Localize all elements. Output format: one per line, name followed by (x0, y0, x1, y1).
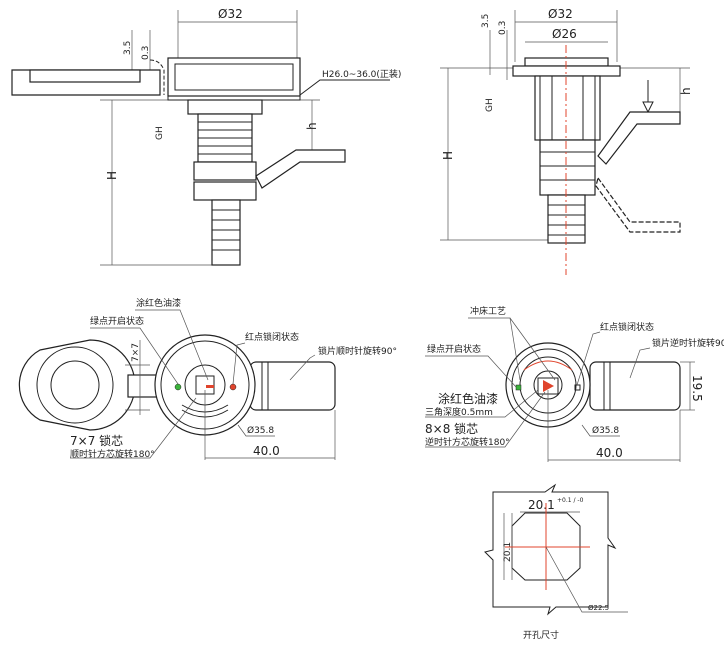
plate-rotate-label: 锁片顺时针旋转90° (318, 345, 397, 357)
dia-32-label: Ø32 (548, 7, 573, 21)
red-closed-label: 红点锁闭状态 (245, 331, 299, 343)
panel-range-label: H26.0~36.0(正装) (322, 68, 401, 80)
triangle-depth-label: 三角深度0.5mm (425, 406, 493, 418)
gh-label: GH (155, 126, 165, 140)
front-view-left: 涂红色油漆 绿点开启状态 红点锁闭状态 锁片顺时针旋转90° 7×7 7×7 锁… (18, 297, 397, 460)
dim-7x7-label: 7×7 (131, 343, 141, 362)
red-paint-label: 涂红色油漆 (438, 391, 498, 406)
gh-label: GH (485, 98, 495, 112)
dim-0-3-label: 0.3 (498, 21, 508, 35)
cutout-title: 开孔尺寸 (523, 629, 559, 641)
dim-3-5-label: 3.5 (123, 41, 133, 55)
dim-19-5-label: 19.5 (690, 375, 704, 402)
red-paint-label: 涂红色油漆 (136, 297, 181, 309)
cutout-height-label: 20.1 (503, 542, 513, 562)
cutout-dimension-view: 20.1 +0.1 / -0 20.1 Ø22.5 开孔尺寸 (484, 483, 628, 641)
cutout-width-label: 20.1 (528, 498, 555, 512)
core-label: 8×8 锁芯 (425, 421, 478, 436)
green-dot (515, 384, 522, 391)
dim-40-label: 40.0 (253, 444, 280, 458)
green-open-label: 绿点开启状态 (90, 315, 144, 327)
plate-rotate-label: 锁片逆时针旋转90° (652, 337, 724, 349)
core-rotate-label: 顺时针方芯旋转180° (70, 448, 155, 460)
dia-35-8-label: Ø35.8 (592, 425, 619, 436)
dia-26-label: Ø26 (552, 27, 577, 41)
green-open-label: 绿点开启状态 (427, 343, 481, 355)
h-upper-label: H (105, 171, 119, 180)
stamping-label: 冲床工艺 (470, 305, 506, 317)
dim-40-label: 40.0 (596, 446, 623, 460)
h-upper-label: H (441, 151, 455, 160)
cutout-width-tolerance: +0.1 / -0 (557, 497, 584, 504)
red-triangle-mark (543, 380, 554, 392)
h-lower-label: h (305, 122, 319, 130)
red-paint-mark (206, 385, 214, 388)
h-lower-label: h (679, 87, 693, 95)
cutout-dia-label: Ø22.5 (588, 604, 609, 612)
front-view-right: 冲床工艺 绿点开启状态 红点锁闭状态 锁片逆时针旋转90° 涂红色油漆 三角深度… (425, 305, 724, 462)
side-view-right: Ø32 Ø26 3.5 0.3 GH H h (440, 7, 693, 275)
dia-32-label: Ø32 (218, 7, 243, 21)
core-rotate-label: 逆时针方芯旋转180° (425, 436, 510, 448)
dim-0-3-label: 0.3 (141, 46, 151, 60)
core-label: 7×7 锁芯 (70, 433, 123, 448)
side-view-left: Ø32 3.5 0.3 GH H h H26.0~36.0(正装) (11, 7, 401, 266)
red-dot (229, 383, 237, 391)
dim-3-5-label: 3.5 (481, 14, 491, 28)
green-dot (174, 383, 182, 391)
red-closed-label: 红点锁闭状态 (600, 321, 654, 333)
dia-35-8-label: Ø35.8 (247, 425, 274, 436)
